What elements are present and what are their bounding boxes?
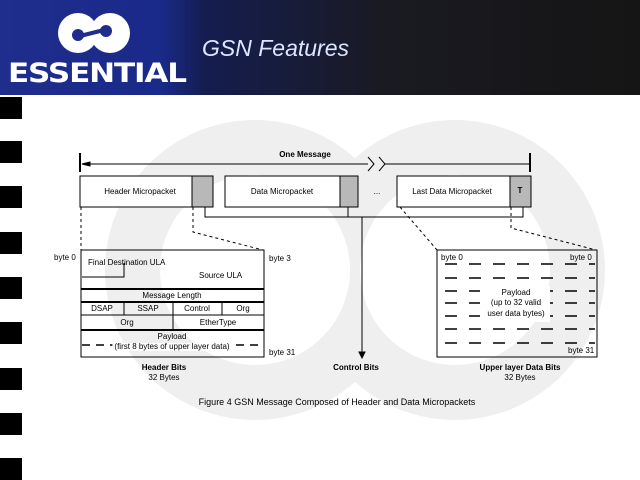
header-bits-caption: Header Bits: [141, 363, 187, 372]
t-marker: T: [517, 186, 523, 195]
bullet-square: [0, 322, 22, 344]
data-payload-note: user data bytes): [487, 309, 545, 318]
byte-label: byte 31: [269, 348, 296, 357]
bullet-square: [0, 232, 22, 254]
bullet-square: [0, 97, 22, 119]
field-control: Control: [184, 304, 210, 313]
field-message-length: Message Length: [142, 291, 202, 300]
control-bits-label: Control Bits: [333, 363, 379, 372]
byte-label: byte 0: [54, 253, 76, 262]
bullet-square: [0, 458, 22, 480]
bullet-square: [0, 186, 22, 208]
field-source-ula: Source ULA: [199, 271, 243, 280]
field-payload: Payload: [157, 332, 187, 341]
last-micropacket-label: Last Data Micropacket: [412, 187, 492, 196]
field-ssap: SSAP: [137, 304, 159, 313]
data-bits-caption: Upper layer Data Bits: [479, 363, 561, 372]
slide-title: GSN Features: [202, 35, 349, 61]
slide-header: ESSENTIAL GSN Features: [0, 0, 640, 95]
ellipsis-label: ...: [373, 187, 381, 196]
field-final-destination: Final Destination ULA: [88, 258, 166, 267]
bullet-square: [0, 413, 22, 435]
byte-label: byte 3: [269, 254, 291, 263]
header-bits-size: 32 Bytes: [148, 373, 180, 382]
logo-icon: [58, 13, 130, 53]
data-bits-size: 32 Bytes: [504, 373, 536, 382]
byte-label: byte 0: [570, 253, 592, 262]
field-ethertype: EtherType: [199, 318, 237, 327]
bullet-square: [0, 277, 22, 299]
byte-label: byte 31: [568, 346, 595, 355]
logo-text: ESSENTIAL: [8, 58, 187, 89]
bullet-square: [0, 141, 22, 163]
field-org: Org: [120, 318, 134, 327]
field-dsap: DSAP: [91, 304, 113, 313]
field-org: Org: [236, 304, 250, 313]
figure-caption: Figure 4 GSN Message Composed of Header …: [198, 397, 476, 407]
header-micropacket-label: Header Micropacket: [104, 187, 176, 196]
field-payload-note: (first 8 bytes of upper layer data): [112, 342, 232, 351]
data-micropacket-label: Data Micropacket: [250, 187, 314, 196]
one-message-label: One Message: [279, 150, 331, 159]
data-payload: Payload: [501, 288, 531, 297]
bullet-square: [0, 368, 22, 390]
data-payload-note: (up to 32 valid: [490, 298, 542, 307]
byte-label: byte 0: [441, 253, 463, 262]
